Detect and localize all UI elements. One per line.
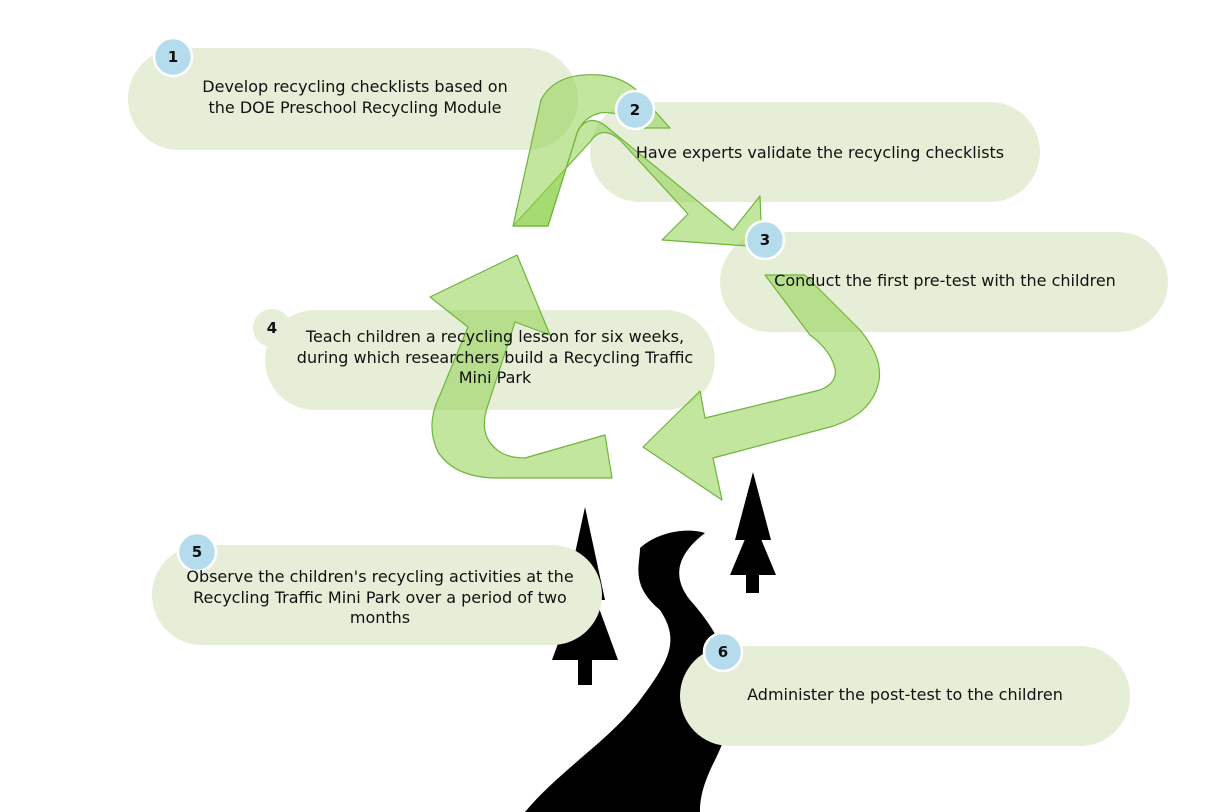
- step-badges: [152, 36, 786, 673]
- step-number-1: 1: [167, 48, 179, 66]
- step-text-5: Observe the children's recycling activit…: [186, 566, 574, 628]
- step-box-5: [152, 545, 602, 645]
- badge-3: [744, 219, 786, 261]
- step-number-4: 4: [266, 319, 278, 337]
- tree-icon: [730, 472, 776, 593]
- step-text-6: Administer the post-test to the children: [747, 684, 1063, 704]
- badge-5: [176, 531, 218, 573]
- step-number-6: 6: [717, 643, 729, 661]
- step-text-3: Conduct the first pre-test with the chil…: [774, 270, 1116, 290]
- step-text-2: Have experts validate the recycling chec…: [635, 142, 1005, 162]
- road-icon: [525, 530, 733, 812]
- badge-1: [152, 36, 194, 78]
- step-number-3: 3: [759, 231, 771, 249]
- step-number-5: 5: [191, 543, 203, 561]
- step-text-4: Teach children a recycling lesson for si…: [296, 326, 694, 388]
- step-box-1: [128, 48, 578, 150]
- step-box-6: [680, 646, 1130, 746]
- step-text-1: Develop recycling checklists based on th…: [202, 77, 508, 117]
- badge-2: [614, 89, 656, 131]
- badge-4: [253, 309, 291, 347]
- step-box-2: [590, 102, 1040, 202]
- step-number-2: 2: [629, 101, 641, 119]
- badge-6: [702, 631, 744, 673]
